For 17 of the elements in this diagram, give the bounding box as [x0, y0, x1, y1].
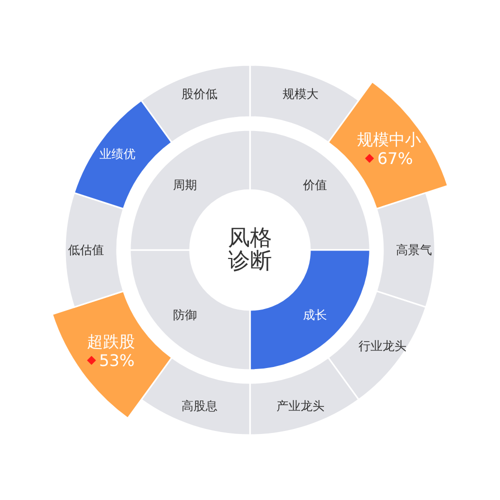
segment-label: 规模大 — [282, 86, 319, 102]
segment-label: 价值 — [303, 178, 328, 192]
segment-label: 股价低 — [181, 86, 218, 102]
center-title: 风格诊断 — [227, 226, 273, 274]
segment-label: 成长 — [303, 308, 328, 322]
segment-label: 超跌股 — [86, 332, 135, 352]
segment-label: 规模中小 — [357, 130, 422, 149]
segment-label: 低估值 — [68, 242, 104, 258]
segment-label: 防御 — [172, 308, 197, 322]
segment-label: 高股息 — [181, 398, 218, 414]
segment-label: 行业龙头 — [358, 339, 407, 354]
segment-label: 周期 — [172, 178, 197, 192]
percentage-value: 53% — [99, 351, 135, 370]
segment-label: 产业龙头 — [276, 398, 325, 414]
segment-label: 业绩优 — [99, 146, 136, 161]
percentage-value: 67% — [377, 148, 413, 168]
segment-label: 高景气 — [396, 242, 432, 258]
